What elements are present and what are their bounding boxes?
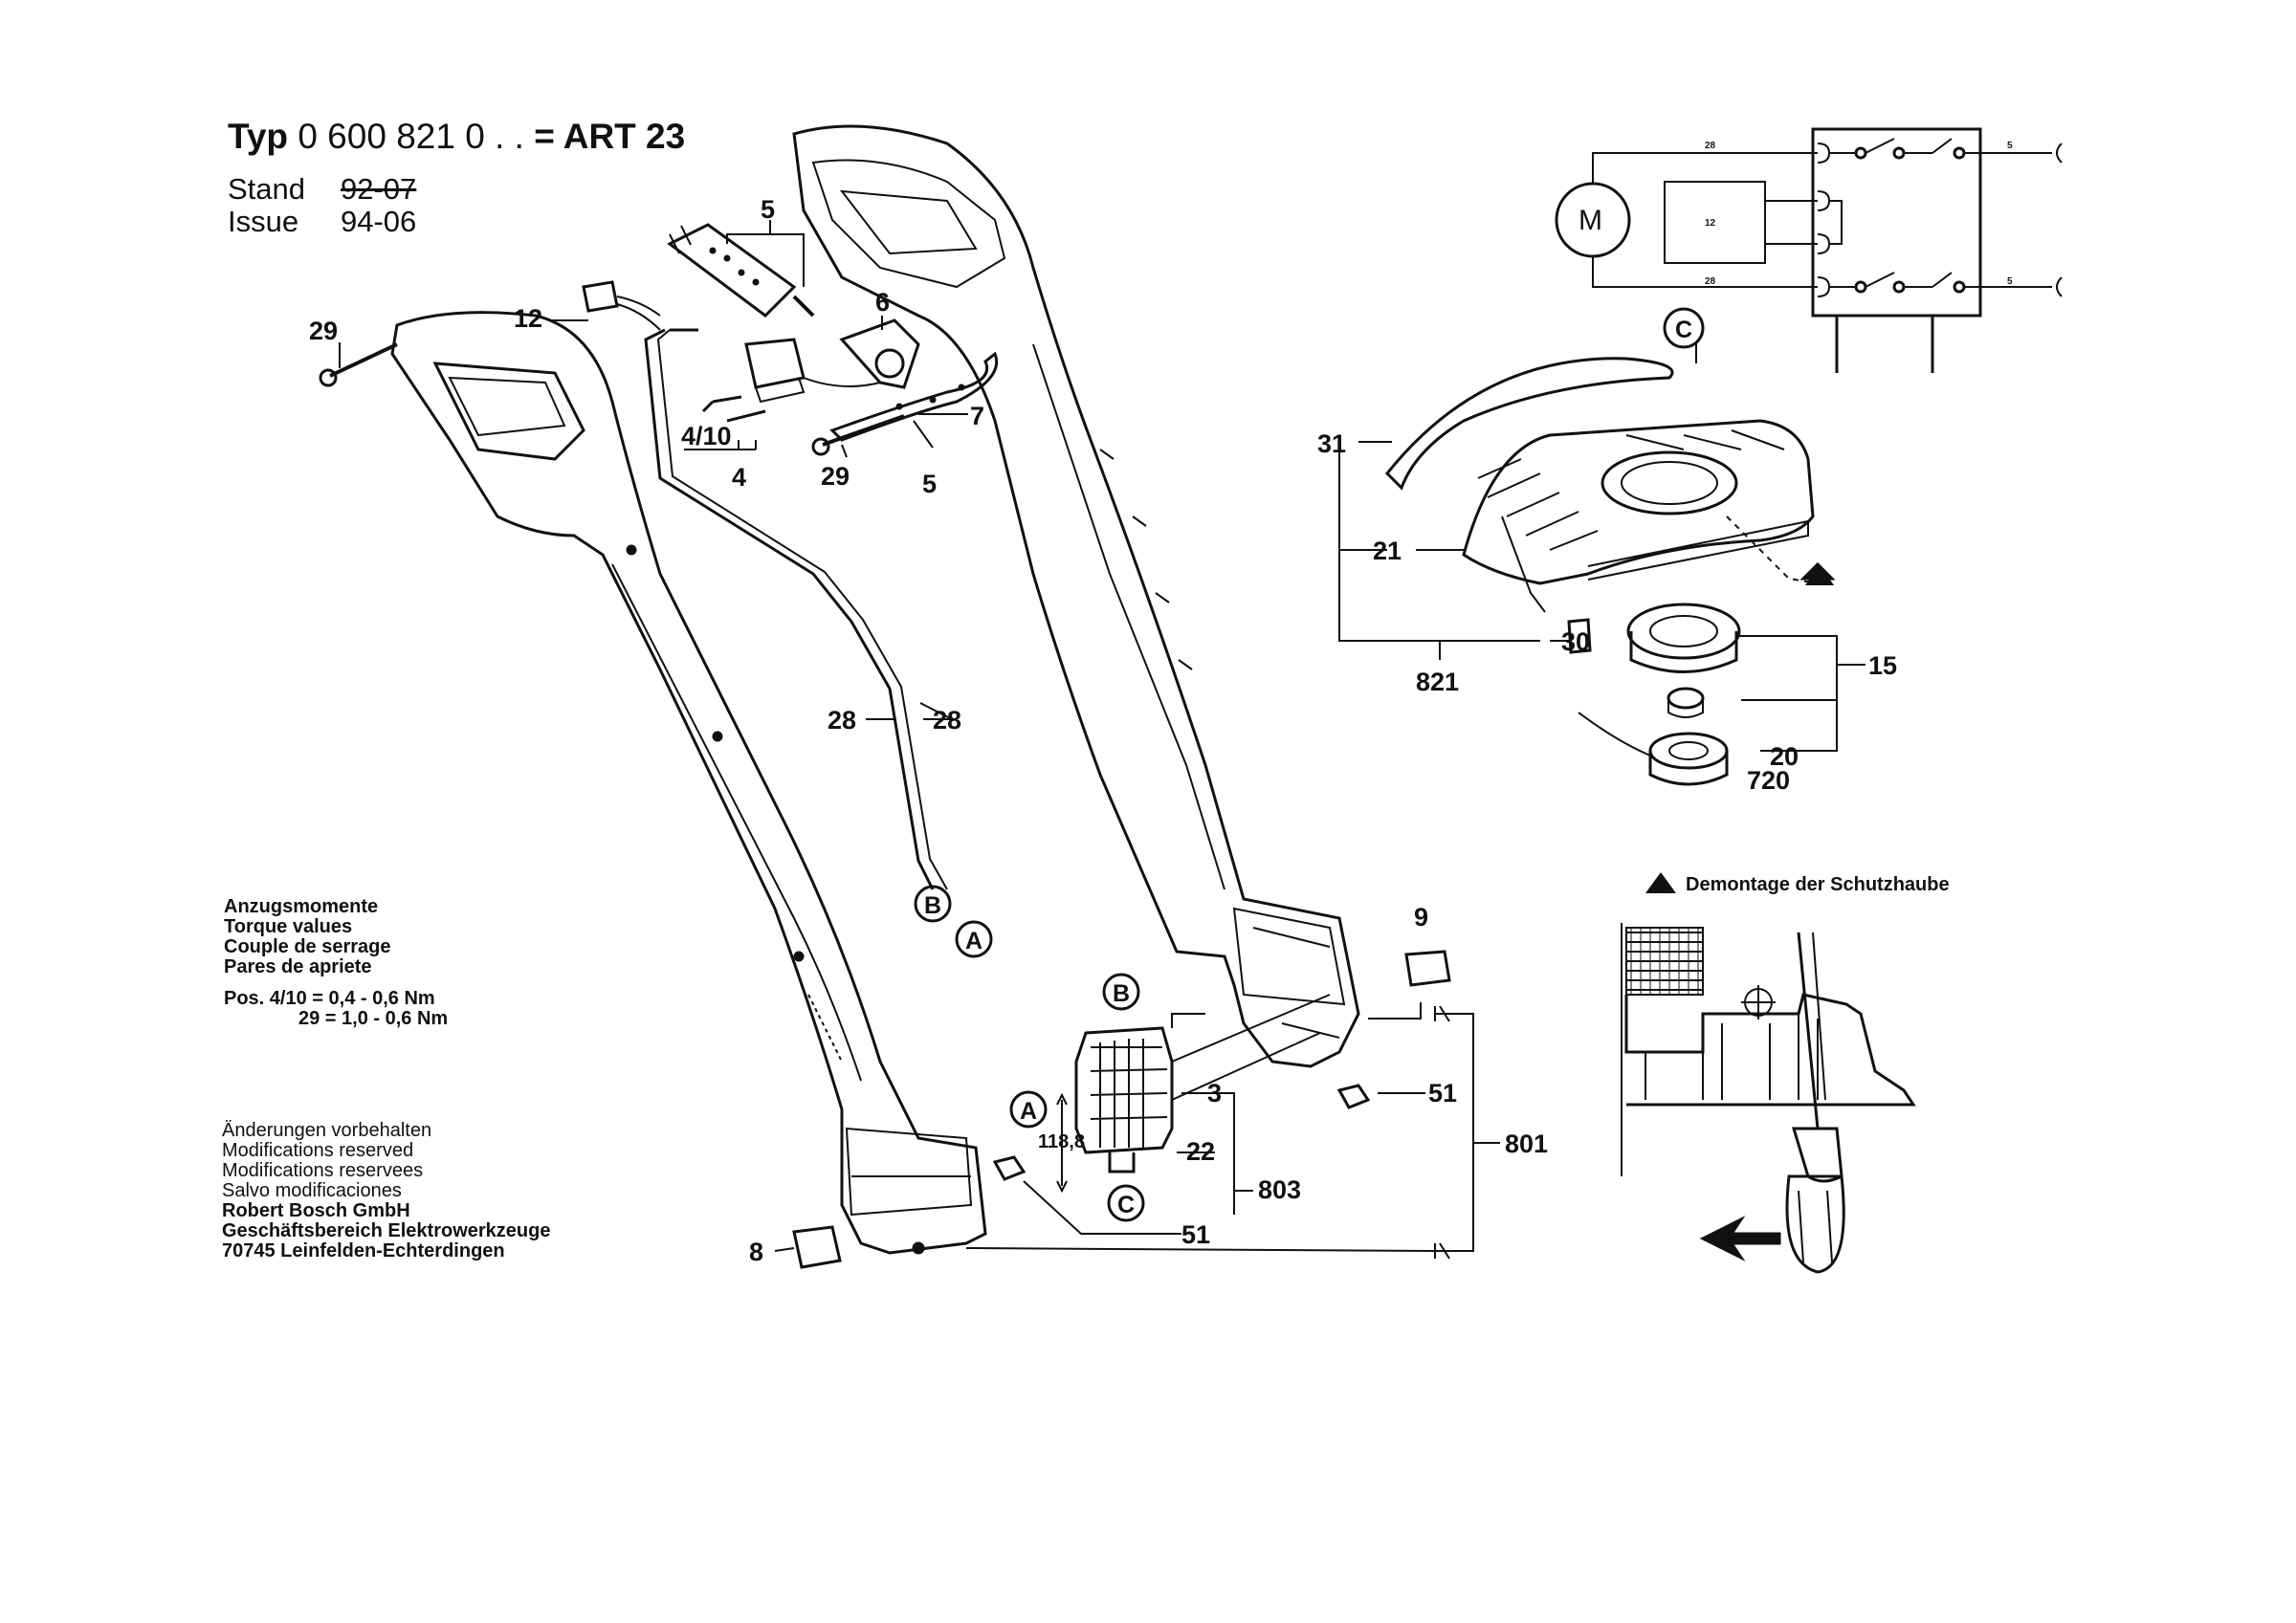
- issue-row: Issue 94-06: [228, 205, 416, 239]
- label-29b: 29: [821, 462, 850, 491]
- guard-assembly: [1384, 357, 1836, 786]
- triangle-marker-icon: [1645, 872, 1676, 893]
- wire-label: 28: [1705, 276, 1716, 287]
- demontage-detail: [1621, 923, 1916, 1274]
- cable-sleeve: [839, 318, 920, 389]
- wire-label: 5: [2007, 141, 2013, 151]
- notice-line: Modifications reserved: [222, 1140, 414, 1161]
- company-division: Geschäftsbereich Elektrowerkzeuge: [222, 1220, 551, 1241]
- torque-spec-1: Pos. 4/10 = 0,4 - 0,6 Nm: [224, 988, 435, 1009]
- small-clip: [992, 1155, 1027, 1181]
- torque-line: Anzugsmomente: [224, 896, 379, 917]
- ref-b: B: [924, 892, 941, 919]
- label-21: 21: [1373, 537, 1402, 565]
- label-7: 7: [970, 402, 984, 430]
- ref-a: A: [965, 928, 982, 954]
- ref-c: C: [1675, 317, 1692, 343]
- schematic-labels: 28 28 5 5 12: [1705, 141, 2013, 287]
- label-4-10: 4/10: [681, 422, 732, 450]
- label-28b: 28: [933, 706, 961, 735]
- screw: [811, 414, 905, 456]
- stand-value: 92-07: [341, 172, 417, 206]
- label-3: 3: [1207, 1079, 1222, 1108]
- switch-assembly: [701, 338, 881, 423]
- torque-line: Pares de apriete: [224, 956, 372, 977]
- label-51: 51: [1428, 1079, 1457, 1108]
- notice-line: Salvo modificaciones: [222, 1180, 402, 1201]
- dimension-118-8: 118,8: [1038, 1131, 1085, 1152]
- housing-left: [390, 311, 987, 1255]
- label-801: 801: [1505, 1130, 1548, 1158]
- label-8: 8: [749, 1238, 763, 1266]
- stand-row: Stand 92-07: [228, 172, 416, 207]
- reference-circles: [914, 307, 1705, 1222]
- motor-assembly: [1056, 994, 1331, 1194]
- typ-number: 0 600 821 0 . .: [298, 117, 524, 156]
- wire-label: 5: [2007, 276, 2013, 287]
- label-31: 31: [1317, 429, 1346, 458]
- demontage-label: Demontage der Schutzhaube: [1686, 874, 1950, 895]
- label-5: 5: [761, 195, 775, 224]
- box-label: 12: [1705, 218, 1716, 229]
- issue-label: Issue: [228, 205, 299, 238]
- rating-plate: [1404, 950, 1451, 987]
- internal-wires: [644, 328, 948, 890]
- label-30: 30: [1561, 627, 1590, 656]
- label-12: 12: [514, 304, 542, 333]
- wire-label: 28: [1705, 141, 1716, 151]
- label-22: 22: [1186, 1137, 1215, 1166]
- torque-spec-2: 29 = 1,0 - 0,6 Nm: [298, 1008, 449, 1029]
- company-name: Robert Bosch GmbH: [222, 1200, 410, 1221]
- torque-line: Torque values: [224, 916, 353, 937]
- triangle-marker-icon: [1805, 564, 1834, 585]
- cable-clamp: [582, 280, 661, 331]
- power-plug: [667, 223, 815, 318]
- ref-b2: B: [1113, 980, 1130, 1007]
- torque-line: Couple de serrage: [224, 936, 391, 957]
- ref-c2: C: [1117, 1192, 1135, 1218]
- label-plate: [792, 1225, 842, 1269]
- label-821: 821: [1416, 668, 1459, 696]
- issue-value: 94-06: [341, 205, 417, 238]
- screw: [319, 342, 398, 387]
- label-9: 9: [1414, 903, 1428, 932]
- wiring-schematic: [1555, 127, 2063, 373]
- title-typ: Typ 0 600 821 0 . . = ART 23: [228, 117, 685, 157]
- demontage-caption: Demontage der Schutzhaube: [1645, 872, 1950, 896]
- mains-cable: [829, 351, 998, 442]
- housing-right: [792, 124, 1360, 1068]
- notice-line: Modifications reservees: [222, 1160, 424, 1181]
- motor-symbol-label: M: [1578, 205, 1602, 236]
- notice-line: Änderungen vorbehalten: [222, 1120, 432, 1141]
- guard-leader-lines: [1338, 341, 1866, 752]
- part-labels: 5 6 7 5 12 29 29 4/10 4 28 28 9 51 51 80…: [309, 195, 1897, 1266]
- label-28: 28: [828, 706, 856, 735]
- ref-a2: A: [1020, 1098, 1037, 1125]
- label-15: 15: [1868, 651, 1897, 680]
- typ-label: Typ: [228, 117, 289, 156]
- stand-label: Stand: [228, 172, 306, 206]
- art-label: = ART 23: [534, 117, 686, 156]
- small-clip: [1336, 1084, 1371, 1109]
- modification-notice: Änderungen vorbehalten Modifications res…: [222, 1121, 550, 1261]
- company-address: 70745 Leinfelden-Echterdingen: [222, 1240, 505, 1261]
- label-29: 29: [309, 317, 338, 345]
- reference-letters: B A B A C C M: [924, 205, 1692, 1218]
- label-51b: 51: [1181, 1220, 1210, 1249]
- label-4: 4: [732, 463, 746, 492]
- torque-notes: Anzugsmomente Torque values Couple de se…: [224, 897, 448, 1029]
- label-720: 720: [1747, 766, 1790, 795]
- label-5b: 5: [922, 470, 937, 498]
- label-6: 6: [875, 288, 890, 317]
- label-803: 803: [1258, 1175, 1301, 1204]
- label-20: 20: [1770, 742, 1799, 771]
- leader-lines: [339, 220, 1500, 1260]
